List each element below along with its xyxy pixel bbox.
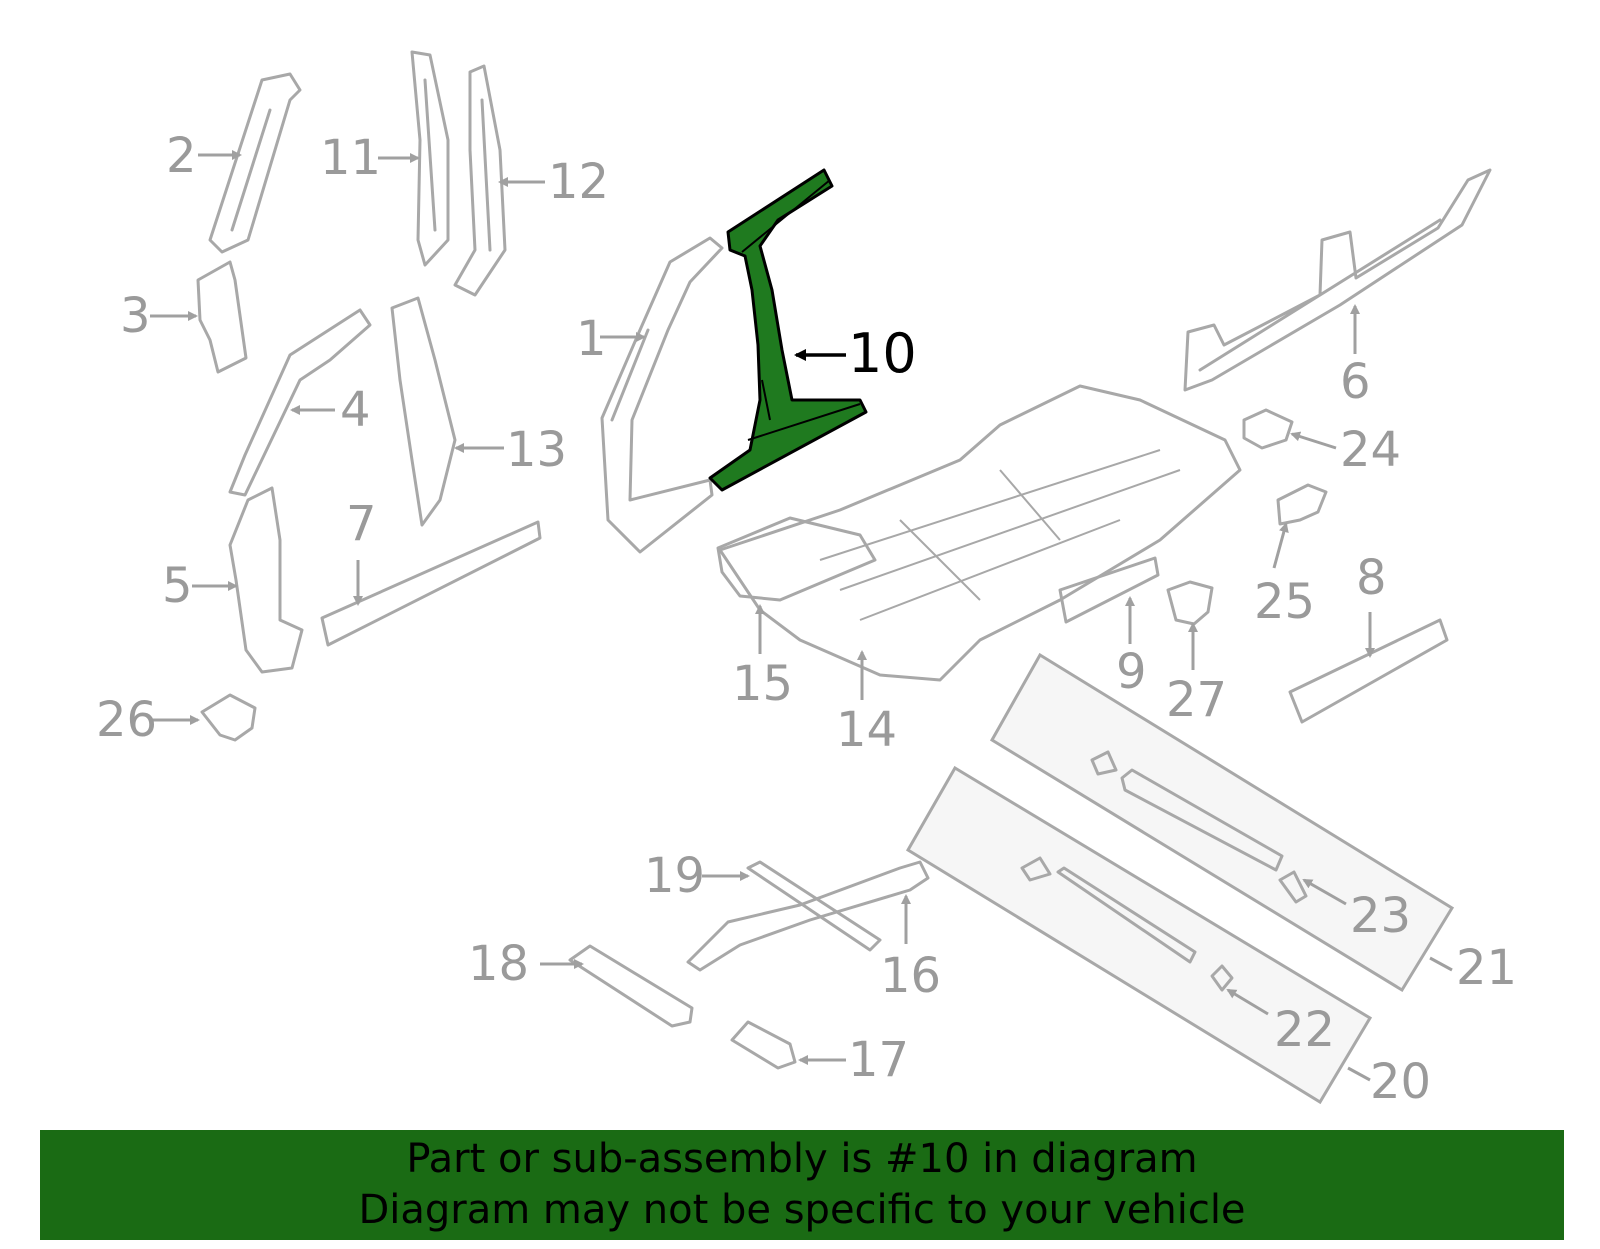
callout-7[interactable]: 7 [346, 496, 377, 552]
part-22-shape [1210, 964, 1234, 992]
callout-10[interactable]: 10 [848, 322, 917, 385]
callout-23[interactable]: 23 [1350, 888, 1411, 944]
callout-21[interactable]: 21 [1456, 940, 1517, 996]
part-3-shape [196, 260, 248, 374]
banner-line-1: Part or sub-assembly is #10 in diagram [406, 1136, 1198, 1182]
part-4-shape [228, 308, 372, 497]
part-25-shape [1276, 483, 1328, 526]
part-26-shape [200, 693, 257, 742]
callout-9[interactable]: 9 [1116, 644, 1147, 700]
kit-box-20 [905, 765, 1373, 1105]
callout-5[interactable]: 5 [162, 558, 193, 614]
part-19-shape [746, 860, 882, 952]
part-23-shape [1278, 870, 1308, 904]
callout-19[interactable]: 19 [644, 848, 705, 904]
part-12-shape [453, 64, 507, 297]
callout-17[interactable]: 17 [848, 1032, 909, 1088]
info-banner: Part or sub-assembly is #10 in diagram D… [40, 1130, 1564, 1240]
part-24-shape [1242, 408, 1294, 450]
banner-line-2: Diagram may not be specific to your vehi… [358, 1187, 1246, 1233]
callout-8[interactable]: 8 [1356, 550, 1387, 606]
part-2-shape [208, 72, 302, 254]
part-8-shape [1288, 618, 1449, 724]
callout-18[interactable]: 18 [468, 936, 529, 992]
part-27-shape [1166, 580, 1214, 626]
callout-26[interactable]: 26 [96, 692, 157, 748]
part-13-shape [390, 296, 457, 527]
callout-4[interactable]: 4 [340, 382, 371, 438]
part-15-shape [716, 516, 877, 602]
callout-14[interactable]: 14 [836, 702, 897, 758]
callout-24[interactable]: 24 [1340, 422, 1401, 478]
callout-20[interactable]: 20 [1370, 1054, 1431, 1110]
callout-13[interactable]: 13 [506, 422, 567, 478]
box21-part-small [1090, 750, 1118, 776]
box20-part-small [1020, 856, 1052, 882]
callout-22[interactable]: 22 [1274, 1002, 1335, 1058]
callout-12[interactable]: 12 [548, 154, 609, 210]
callout-6[interactable]: 6 [1340, 354, 1371, 410]
part-9-shape [1058, 556, 1160, 624]
callout-3[interactable]: 3 [120, 288, 151, 344]
part-17-shape [730, 1020, 797, 1070]
callout-27[interactable]: 27 [1166, 672, 1227, 728]
box20-part-large [1056, 866, 1197, 964]
box21-part-large [1120, 768, 1284, 872]
part-6-shape [1183, 168, 1492, 392]
part-14-floor [718, 384, 1242, 682]
callout-25[interactable]: 25 [1254, 574, 1315, 630]
callout-1[interactable]: 1 [576, 311, 607, 367]
callout-2[interactable]: 2 [166, 128, 197, 184]
part-18-shape [568, 944, 694, 1028]
part-16-shape [686, 860, 930, 972]
callout-11[interactable]: 11 [320, 130, 381, 186]
callout-16[interactable]: 16 [880, 948, 941, 1004]
callout-15[interactable]: 15 [732, 656, 793, 712]
part-10-highlighted[interactable] [708, 168, 868, 492]
part-7-shape [320, 520, 542, 647]
part-1-shape [600, 236, 724, 554]
part-5-shape [228, 486, 304, 674]
